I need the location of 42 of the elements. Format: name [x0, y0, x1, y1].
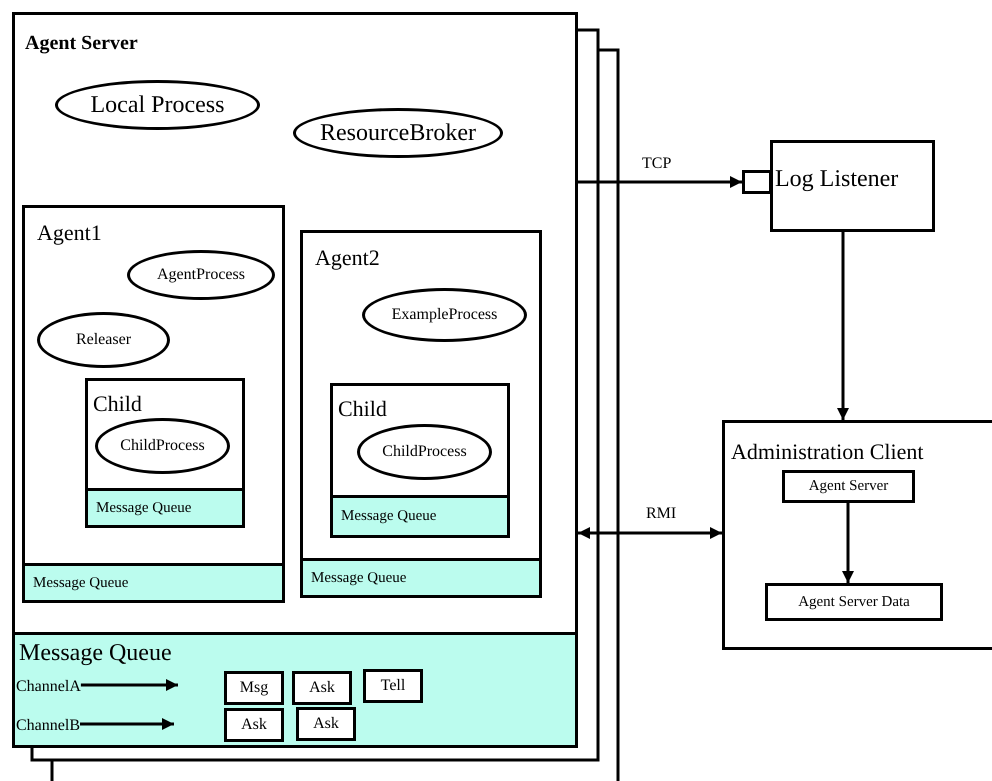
process-ellipse: Local Process	[55, 80, 260, 130]
process-ellipse: ResourceBroker	[293, 108, 503, 158]
arrow	[80, 679, 178, 691]
arrow	[578, 527, 722, 539]
node-label: Administration Client	[731, 441, 924, 463]
message-queue-band: Message Queue	[22, 563, 285, 603]
arrow	[842, 503, 854, 583]
message-box: Msg	[224, 671, 284, 705]
agent-box	[22, 205, 285, 600]
node-label: Message Queue	[19, 641, 172, 665]
child-box	[85, 378, 245, 528]
message-queue-band: Message Queue	[330, 495, 510, 538]
message-box: Ask	[224, 708, 284, 742]
component-box: Agent Server Data	[765, 583, 943, 621]
channel-label: ChannelB	[16, 714, 80, 738]
arrow	[80, 718, 174, 730]
node-label: Agent2	[315, 247, 380, 269]
component-box: Agent Server	[782, 470, 915, 503]
message-box: Ask	[296, 707, 356, 741]
port-box	[742, 170, 772, 194]
channel-label: ChannelA	[16, 675, 81, 699]
node-label: Child	[93, 393, 142, 415]
process-ellipse: ExampleProcess	[362, 288, 527, 342]
arrow	[578, 176, 742, 188]
node-label: Child	[338, 398, 387, 420]
message-queue-band: Message Queue	[85, 488, 245, 528]
message-queue-band	[12, 632, 578, 748]
agent-box	[300, 230, 542, 598]
child-box	[330, 383, 510, 538]
message-box: Ask	[292, 671, 352, 705]
client-box	[722, 420, 992, 650]
node-label: Log Listener	[775, 167, 898, 191]
process-ellipse: AgentProcess	[127, 250, 275, 300]
message-box: Tell	[363, 669, 423, 703]
message-queue-band: Message Queue	[300, 558, 542, 598]
arrow	[837, 232, 849, 420]
node-label: Agent1	[37, 222, 102, 244]
process-ellipse: Releaser	[37, 312, 170, 368]
process-ellipse: ChildProcess	[357, 424, 492, 480]
node-label: Agent Server	[25, 33, 138, 53]
process-box	[770, 140, 935, 232]
process-ellipse: ChildProcess	[95, 418, 230, 474]
